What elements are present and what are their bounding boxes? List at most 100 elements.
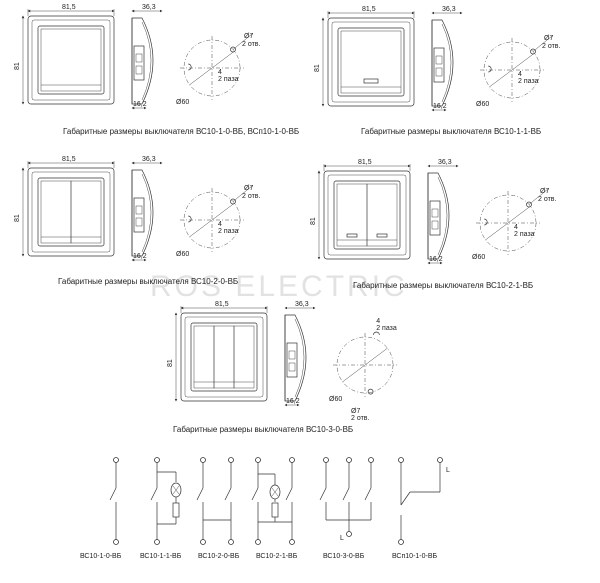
schematic-label-vs10-1-1: ВС10-1-1-ВБ — [140, 553, 182, 560]
switch-contact — [400, 491, 411, 506]
frame-outer — [323, 170, 411, 260]
hole-label: Ø7 — [244, 33, 253, 40]
terminal-node — [346, 457, 352, 463]
schematic-vs10-1-0 — [109, 457, 119, 545]
resistor — [172, 502, 180, 518]
base-dim-label: 16,2 — [286, 398, 300, 405]
caption-vs10-2-0: Габаритные размеры выключателя ВС10-2-0-… — [58, 277, 238, 286]
frame-inner — [184, 316, 264, 398]
base-dim-label: 16,2 — [429, 256, 443, 263]
led-indicator-1 — [346, 233, 358, 238]
schematic-vs10-2-0 — [196, 457, 234, 545]
switch-contact — [150, 487, 158, 501]
terminal-node — [437, 457, 443, 463]
slot — [484, 218, 488, 226]
holes-count-label: 2 отв. — [242, 193, 261, 200]
caption-vs10-1-0: Габаритные размеры выключателя ВС10-1-0-… — [63, 127, 299, 136]
terminal — [288, 362, 296, 372]
schematic-L-3-0: L — [340, 535, 344, 542]
slot-count-label: 2 паза — [514, 231, 535, 238]
terminal-node — [323, 457, 329, 463]
side-profile-inner — [141, 21, 152, 101]
led-indicator — [363, 78, 379, 84]
hole-label: Ø7 — [544, 35, 553, 42]
switch-contact — [109, 487, 117, 501]
slot-num-label: 4 — [376, 318, 380, 325]
holes-count-label: 2 отв. — [538, 196, 557, 203]
mechanism — [133, 45, 145, 81]
slot — [188, 63, 192, 71]
key — [340, 30, 402, 94]
hole-leader — [528, 188, 549, 205]
key-1 — [193, 325, 215, 389]
height-dim-label: 81 — [167, 359, 174, 367]
diameter-line — [189, 203, 235, 237]
diameter-label: Ø60 — [472, 254, 485, 261]
width-dim-label: 81,5 — [62, 156, 76, 163]
slot — [373, 331, 380, 336]
slot-num-label: 4 — [218, 69, 222, 76]
key-area — [190, 322, 258, 392]
terminal — [435, 55, 443, 65]
slot-num-label: 4 — [514, 224, 518, 231]
screw-hole — [526, 201, 532, 208]
side-profile — [431, 19, 454, 107]
caption-vs10-2-1: Габаритные размеры выключателя ВС10-2-1-… — [353, 281, 533, 290]
schematic-vs10-3-0 — [319, 457, 374, 537]
slot-num-label: 4 — [518, 71, 522, 78]
lamp-cross — [271, 487, 279, 497]
side-profile — [131, 17, 154, 105]
frame-inner — [31, 19, 111, 101]
switch-contact — [342, 487, 350, 501]
mechanism — [133, 197, 145, 233]
slot-num-label: 4 — [218, 221, 222, 228]
screw-hole — [230, 46, 236, 53]
screw-hole — [230, 198, 236, 205]
lamp-cross — [172, 485, 180, 495]
holes-count-label: 2 отв. — [351, 415, 370, 422]
mechanism — [429, 200, 441, 236]
schematic-vs10-1-1 — [150, 457, 182, 545]
resistor — [271, 502, 279, 518]
slot-count-label: 2 паза — [376, 325, 397, 332]
height-dim-label: 81 — [310, 217, 317, 225]
diameter-line — [489, 53, 535, 87]
schematic-vs10-2-1 — [251, 457, 295, 545]
slot — [188, 215, 192, 223]
terminal-node — [154, 457, 160, 463]
depth-dim-label: 36,3 — [295, 301, 309, 308]
switch-contact — [319, 487, 327, 501]
terminal-node — [368, 457, 374, 463]
led-indicator-2 — [376, 233, 388, 238]
key — [40, 28, 102, 92]
hole-leader — [232, 33, 253, 50]
frame-inner — [31, 171, 111, 253]
side-profile-inner — [441, 23, 452, 103]
diameter-line — [342, 348, 388, 382]
terminal-node — [113, 457, 119, 463]
terminal-node — [398, 457, 404, 463]
frame-outer — [27, 167, 115, 257]
terminal-node — [200, 457, 206, 463]
frame-outer — [180, 312, 268, 402]
side-view: 36,316,2 — [131, 4, 163, 110]
diameter-label: Ø60 — [329, 396, 342, 403]
hole-label: Ø7 — [540, 188, 549, 195]
diameter-line — [189, 51, 235, 85]
schematic-label-vs10-1-0: ВС10-1-0-ВБ — [80, 553, 122, 560]
terminal-node — [289, 457, 295, 463]
key-2 — [70, 180, 102, 244]
key-area — [37, 177, 105, 247]
slot-count-label: 2 паза — [218, 76, 239, 83]
key-2 — [213, 325, 235, 389]
terminal — [288, 350, 296, 360]
holes-count-label: 2 отв. — [242, 41, 261, 48]
base-dim-label: 16,2 — [133, 253, 147, 260]
key-area — [333, 180, 401, 250]
frame-inner — [327, 174, 407, 256]
